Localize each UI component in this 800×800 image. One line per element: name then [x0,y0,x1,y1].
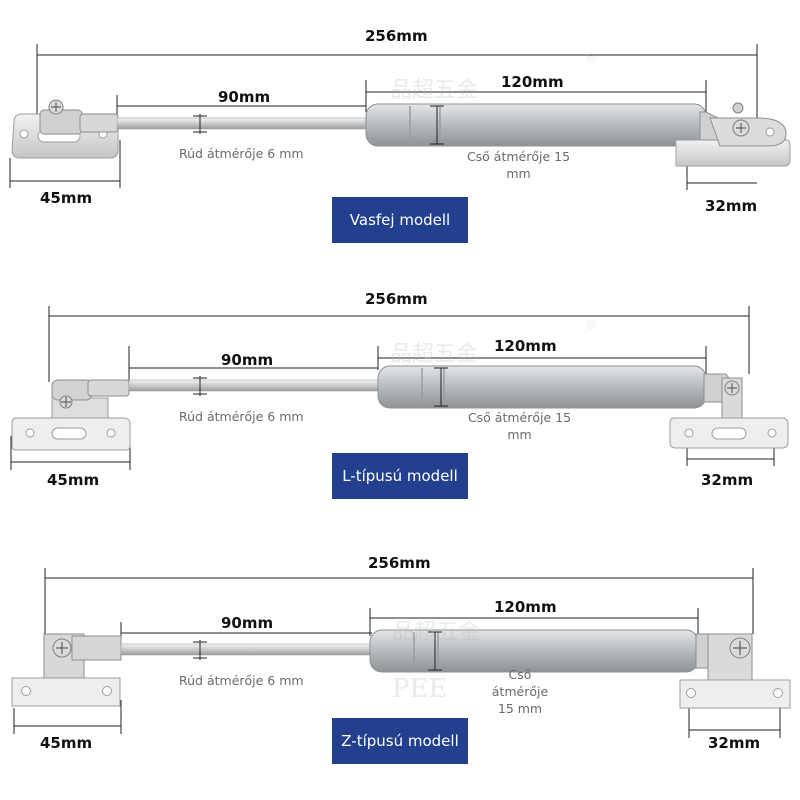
rod-diameter-marker [193,114,207,134]
total-length-dimension [44,568,754,642]
piston-rod [128,379,382,392]
tube-diameter-note: Cső átmérője 15 mm [491,667,549,716]
rod-diameter-note: Rúd átmérője 6 mm [179,673,304,688]
model-panel-l-tipus: 品超五金 ® 256mm 90mm 120mm 45mm 32mm Rúd át… [0,270,800,532]
left-mount-width-label: 45mm [47,471,100,489]
gas-spring-diagram-vasfej [9,44,791,190]
right-mount-width-label: 32mm [708,734,761,752]
gas-spring-diagram-l-tipus [10,306,789,470]
left-mount-dimension [9,140,121,188]
tube-diameter-marker [434,367,448,407]
tube-length-label: 120mm [494,337,557,355]
cylinder-tube [377,365,707,409]
rod-diameter-note: Rúd átmérője 6 mm [179,146,304,161]
tube-length-label: 120mm [501,73,564,91]
tube-diameter-marker [430,105,444,145]
right-mount-dimension [688,708,781,738]
piston-rod [120,643,374,656]
model-panel-z-tipus: 品超五金 PEE 256mm 90mm 120mm 45mm 32mm Rúd … [0,538,800,800]
rod-diameter-note: Rúd átmérője 6 mm [179,409,304,424]
gas-spring-diagram-z-tipus [11,568,791,738]
model-panel-vasfej: 品超五金 ® 256mm 90mm 120mm 45mm 32mm Rúd át… [0,0,800,262]
total-length-label: 256mm [365,290,428,308]
tube-diameter-note: Cső átmérője 15 mm [466,149,571,181]
left-l-bracket [11,379,131,451]
tube-length-label: 120mm [494,598,557,616]
left-mount-width-label: 45mm [40,189,93,207]
right-mount-width-label: 32mm [701,471,754,489]
model-name-badge: Vasfej modell [332,197,468,243]
rod-diameter-marker [193,640,207,660]
right-mount-width-label: 32mm [705,197,758,215]
rod-length-label: 90mm [221,351,274,369]
total-length-label: 256mm [368,554,431,572]
left-z-bracket [11,633,122,707]
tube-diameter-note: Cső átmérője 15 mm [467,410,572,442]
right-iron-head-bracket [675,102,791,167]
total-length-label: 256mm [365,27,428,45]
right-l-bracket [669,373,789,449]
piston-rod [116,117,370,130]
model-name-badge: Z-típusú modell [332,718,468,764]
left-mount-dimension [13,700,122,734]
tube-diameter-marker [428,631,442,671]
rod-diameter-marker [193,376,207,396]
left-iron-head-bracket [11,99,119,159]
left-mount-width-label: 45mm [40,734,93,752]
cylinder-tube [365,103,707,147]
right-z-bracket [679,633,791,709]
total-length-dimension [48,306,750,382]
model-name-badge: L-típusú modell [332,453,468,499]
rod-length-label: 90mm [218,88,271,106]
tube-length-dimension [369,608,699,636]
rod-length-label: 90mm [221,614,274,632]
